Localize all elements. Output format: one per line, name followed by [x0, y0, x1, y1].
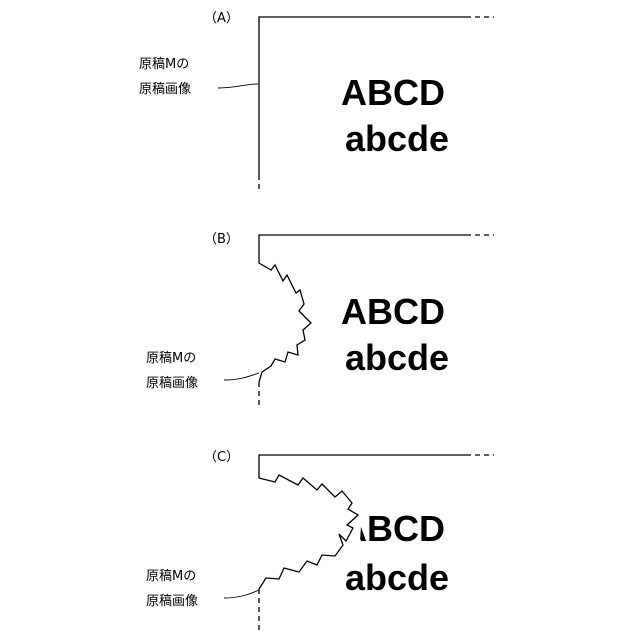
panel-c: （C） ABCD abcde 原稿Mの 原稿画像 [146, 450, 494, 630]
panel-a: （A） 原稿Mの 原稿画像 ABCD abcde [139, 11, 494, 190]
caption-line1-c: 原稿Mの [146, 568, 196, 584]
panel-label-a: （A） [204, 11, 239, 26]
leader-line-c [224, 590, 259, 598]
caption-line2-b: 原稿画像 [146, 375, 198, 391]
doc-text-upper-b: ABCD [341, 291, 445, 332]
panel-b: （B） 原稿Mの 原稿画像 ABCD abcde [146, 232, 494, 408]
doc-text-upper-a: ABCD [341, 72, 445, 113]
doc-text-lower-a: abcde [345, 118, 449, 159]
caption-line1-a: 原稿Mの [139, 56, 189, 72]
doc-text-lower-c: abcde [345, 557, 449, 598]
caption-line2-a: 原稿画像 [139, 81, 191, 97]
panel-label-c: （C） [204, 450, 239, 465]
caption-line2-c: 原稿画像 [146, 593, 198, 609]
doc-text-lower-b: abcde [345, 337, 449, 378]
panel-label-b: （B） [204, 232, 239, 247]
leader-line-a [218, 84, 258, 88]
leader-line-b [224, 373, 259, 380]
caption-line1-b: 原稿Mの [146, 350, 196, 366]
